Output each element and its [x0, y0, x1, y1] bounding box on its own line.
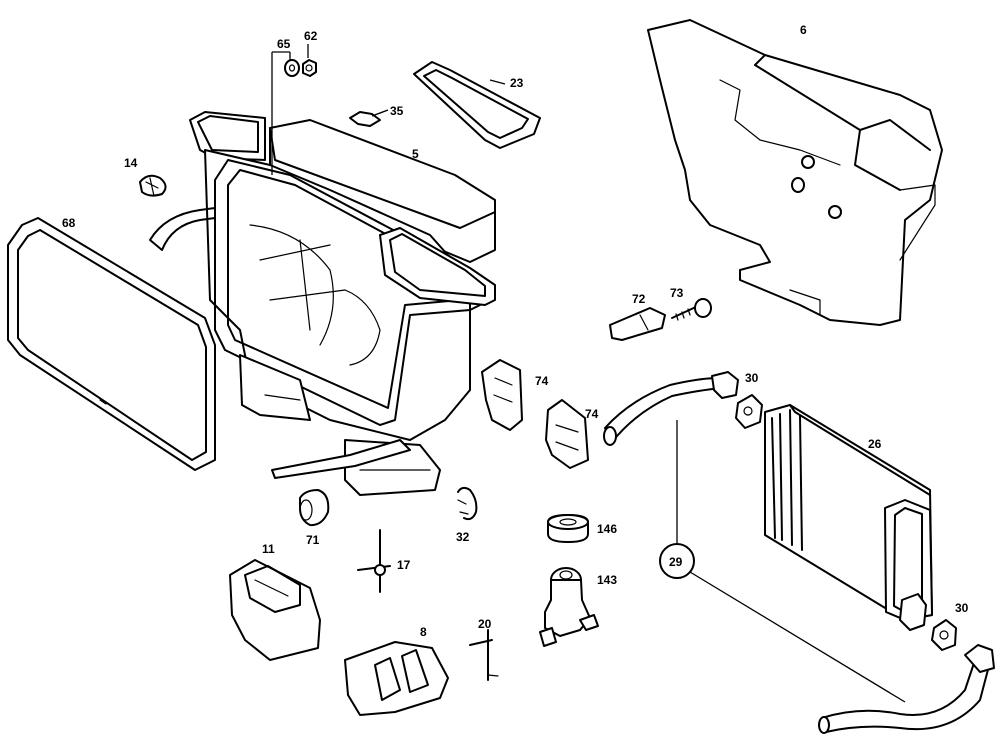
- label-143: 143: [597, 573, 617, 587]
- label-62: 62: [304, 29, 318, 43]
- labels: 65 62 23 35 5 6 14 68 72 73 74 74 30 26 …: [62, 23, 969, 639]
- label-72: 72: [632, 292, 646, 306]
- part-29-pipe-lower: [818, 644, 995, 734]
- part-71-grommet: [299, 489, 330, 527]
- label-17: 17: [397, 558, 411, 572]
- part-23-gasket: [413, 61, 541, 149]
- label-71: 71: [306, 533, 320, 547]
- part-6-cover: [647, 19, 943, 326]
- label-6: 6: [800, 23, 807, 37]
- label-30b: 30: [955, 601, 969, 615]
- part-29-callout: [659, 420, 906, 703]
- label-11: 11: [262, 542, 275, 556]
- label-74b: 74: [585, 407, 599, 421]
- part-73-screw: [671, 298, 712, 321]
- part-65-washer: [284, 59, 300, 77]
- part-20-pin: [469, 629, 499, 681]
- label-74a: 74: [535, 374, 549, 388]
- label-30a: 30: [745, 371, 759, 385]
- part-143-valve: [539, 567, 599, 647]
- part-14-clip: [139, 174, 167, 197]
- part-29-pipe-upper: [603, 371, 739, 446]
- label-29: 29: [669, 555, 683, 569]
- part-146-seal: [547, 514, 589, 543]
- label-5: 5: [412, 147, 419, 161]
- leader-lines: [271, 44, 506, 175]
- label-26: 26: [868, 437, 882, 451]
- part-11-housing: [229, 559, 321, 661]
- part-62-nut: [302, 59, 317, 77]
- label-23: 23: [510, 76, 524, 90]
- label-73: 73: [670, 286, 684, 300]
- part-35-clip: [349, 111, 381, 127]
- part-30-gasket-upper: [735, 394, 763, 429]
- part-68-gasket: [7, 217, 216, 471]
- part-32-clip: [457, 486, 478, 521]
- label-68: 68: [62, 216, 76, 230]
- part-8-duct: [344, 641, 449, 716]
- label-146: 146: [597, 522, 617, 536]
- label-65: 65: [277, 37, 291, 51]
- part-17-pin: [357, 529, 391, 593]
- part-30-gasket-lower: [931, 619, 957, 651]
- part-5-heater-housing: [149, 111, 496, 496]
- label-8: 8: [420, 625, 427, 639]
- label-20: 20: [478, 617, 492, 631]
- label-32: 32: [456, 530, 470, 544]
- part-72-bracket: [609, 307, 666, 341]
- part-26-heater-core: [764, 404, 933, 631]
- label-14: 14: [124, 156, 138, 170]
- part-74-bracket-b: [545, 399, 589, 469]
- part-74-bracket-a: [481, 359, 523, 431]
- label-35: 35: [390, 104, 404, 118]
